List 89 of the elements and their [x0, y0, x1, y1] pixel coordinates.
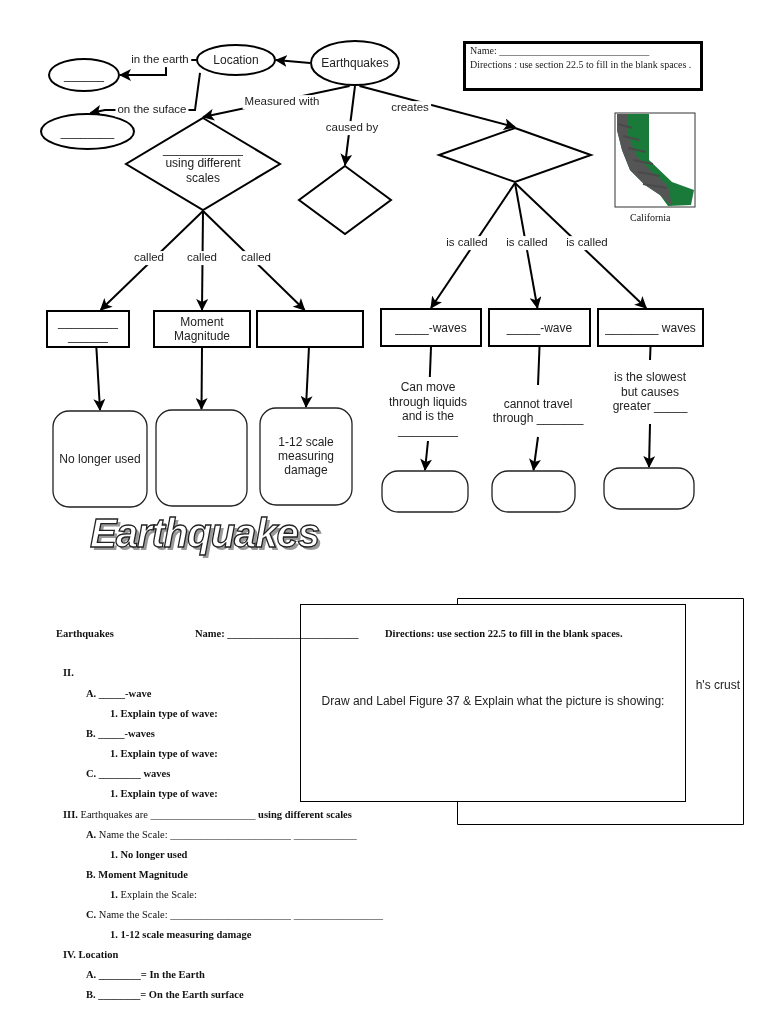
panel-text: Draw and Label Figure 37 & Explain what the picture is showing:: [320, 694, 666, 708]
worksheet-line: A. ________= In the Earth: [86, 969, 205, 982]
note-text: Can move through liquids and is the _________: [382, 377, 474, 441]
worksheet-line: B. _____-waves: [86, 728, 155, 741]
blank-diamond: [298, 165, 392, 235]
oval-node: [48, 58, 120, 92]
arrow: [275, 55, 311, 67]
worksheet-line: 1. Explain type of wave:: [110, 708, 218, 721]
arrow: [358, 85, 516, 130]
process-box: [153, 310, 251, 348]
worksheet-line: 1. Explain type of wave:: [110, 788, 218, 801]
arrow: [643, 423, 656, 468]
worksheet-line: Earthquakes: [56, 628, 114, 641]
arrow: [514, 182, 542, 309]
worksheet-line: A. _____-wave: [86, 688, 152, 701]
panel-text: h's crust: [695, 678, 740, 692]
arrow: [430, 182, 516, 309]
blank-diamond: [438, 127, 592, 183]
worksheet-line: II.: [63, 667, 74, 680]
oval-node: [196, 44, 276, 76]
title-text: Earthquakes: [90, 509, 320, 557]
worksheet-line: 1. No longer used: [110, 849, 188, 862]
process-box: [380, 308, 482, 347]
arrow: [99, 210, 204, 311]
worksheet-line: A. Name the Scale: _______________________ ____________: [86, 829, 357, 842]
connector-line: [537, 346, 541, 386]
blank-box: [491, 470, 576, 513]
edge-label: is called: [504, 236, 550, 250]
header-text: Name: ______________________________: [470, 44, 651, 58]
edge-label: caused by: [323, 121, 381, 135]
node-label: _____-wave: [505, 320, 574, 335]
edge-label: called: [238, 251, 274, 265]
node-label: _____-waves: [394, 320, 468, 335]
node-label: ____________ using different scales: [161, 142, 245, 186]
back-panel: [686, 598, 744, 825]
arrow: [202, 210, 306, 311]
arrow: [196, 210, 209, 311]
node-label: Earthquakes: [320, 55, 390, 71]
node-label: 1-12 scale measuring damage: [277, 434, 335, 479]
node-label: Moment Magnitude: [172, 314, 231, 344]
arrow: [529, 436, 541, 471]
edge-label: on the suface: [115, 103, 189, 117]
worksheet-line: 1. Explain type of wave:: [110, 748, 218, 761]
arrow: [514, 182, 648, 309]
blank-box: [603, 467, 695, 510]
worksheet-line: B. Moment Magnitude: [86, 869, 188, 882]
arrow: [93, 347, 106, 411]
worksheet-line: B. ________= On the Earth surface: [86, 989, 244, 1002]
decision-diamond: [125, 117, 281, 211]
blank-box: [155, 409, 248, 507]
note-text: is the slowest but causes greater _____: [606, 360, 694, 424]
worksheet-line: C. Name the Scale: _______________________ _________________: [86, 909, 383, 922]
worksheet-line: Directions: use section 22.5 to fill in the blank spaces.: [385, 628, 623, 641]
oval-node: [310, 40, 400, 86]
name-box: [463, 41, 703, 91]
edge-label: called: [184, 251, 220, 265]
blank-box: [381, 470, 469, 513]
connector-line: [649, 346, 652, 361]
note-text: cannot travel through _______: [492, 385, 584, 437]
process-box: [46, 310, 130, 348]
header-text: Directions : use section 22.5 to fill in the blank spaces .: [470, 58, 693, 72]
node-label: No longer used: [58, 451, 142, 467]
node-label: ______: [62, 67, 105, 83]
worksheet-line: 1. Explain the Scale:: [110, 889, 197, 902]
worksheet-line: Name: _________________________: [195, 628, 359, 641]
rounded-box: [259, 407, 353, 506]
arrow: [420, 440, 433, 471]
node-label: Location: [212, 52, 260, 68]
worksheet-line: 1. 1-12 scale measuring damage: [110, 929, 252, 942]
node-label: _________ ______: [56, 314, 120, 344]
edge-label: is called: [444, 236, 490, 250]
oval-node: [40, 113, 135, 150]
node-label: ________ waves: [604, 320, 697, 335]
edge-label: called: [131, 251, 167, 265]
node-label: ________: [59, 124, 116, 139]
connector-line: [428, 346, 432, 378]
blank-box: [256, 310, 364, 348]
worksheet-line: C. ________ waves: [86, 768, 171, 781]
arrow: [195, 347, 208, 410]
worksheet-line: III. Earthquakes are ____________________ using different scales: [63, 809, 352, 822]
edge-label: Measured with: [242, 95, 322, 109]
worksheet-line: IV. Location: [63, 949, 119, 962]
rounded-box: [52, 410, 148, 508]
arrow: [300, 347, 313, 408]
edge-label: in the earth: [129, 53, 191, 67]
process-box: [488, 308, 591, 347]
process-box: [597, 308, 704, 347]
map-caption: California: [630, 212, 671, 224]
edge-label: is called: [564, 236, 610, 250]
